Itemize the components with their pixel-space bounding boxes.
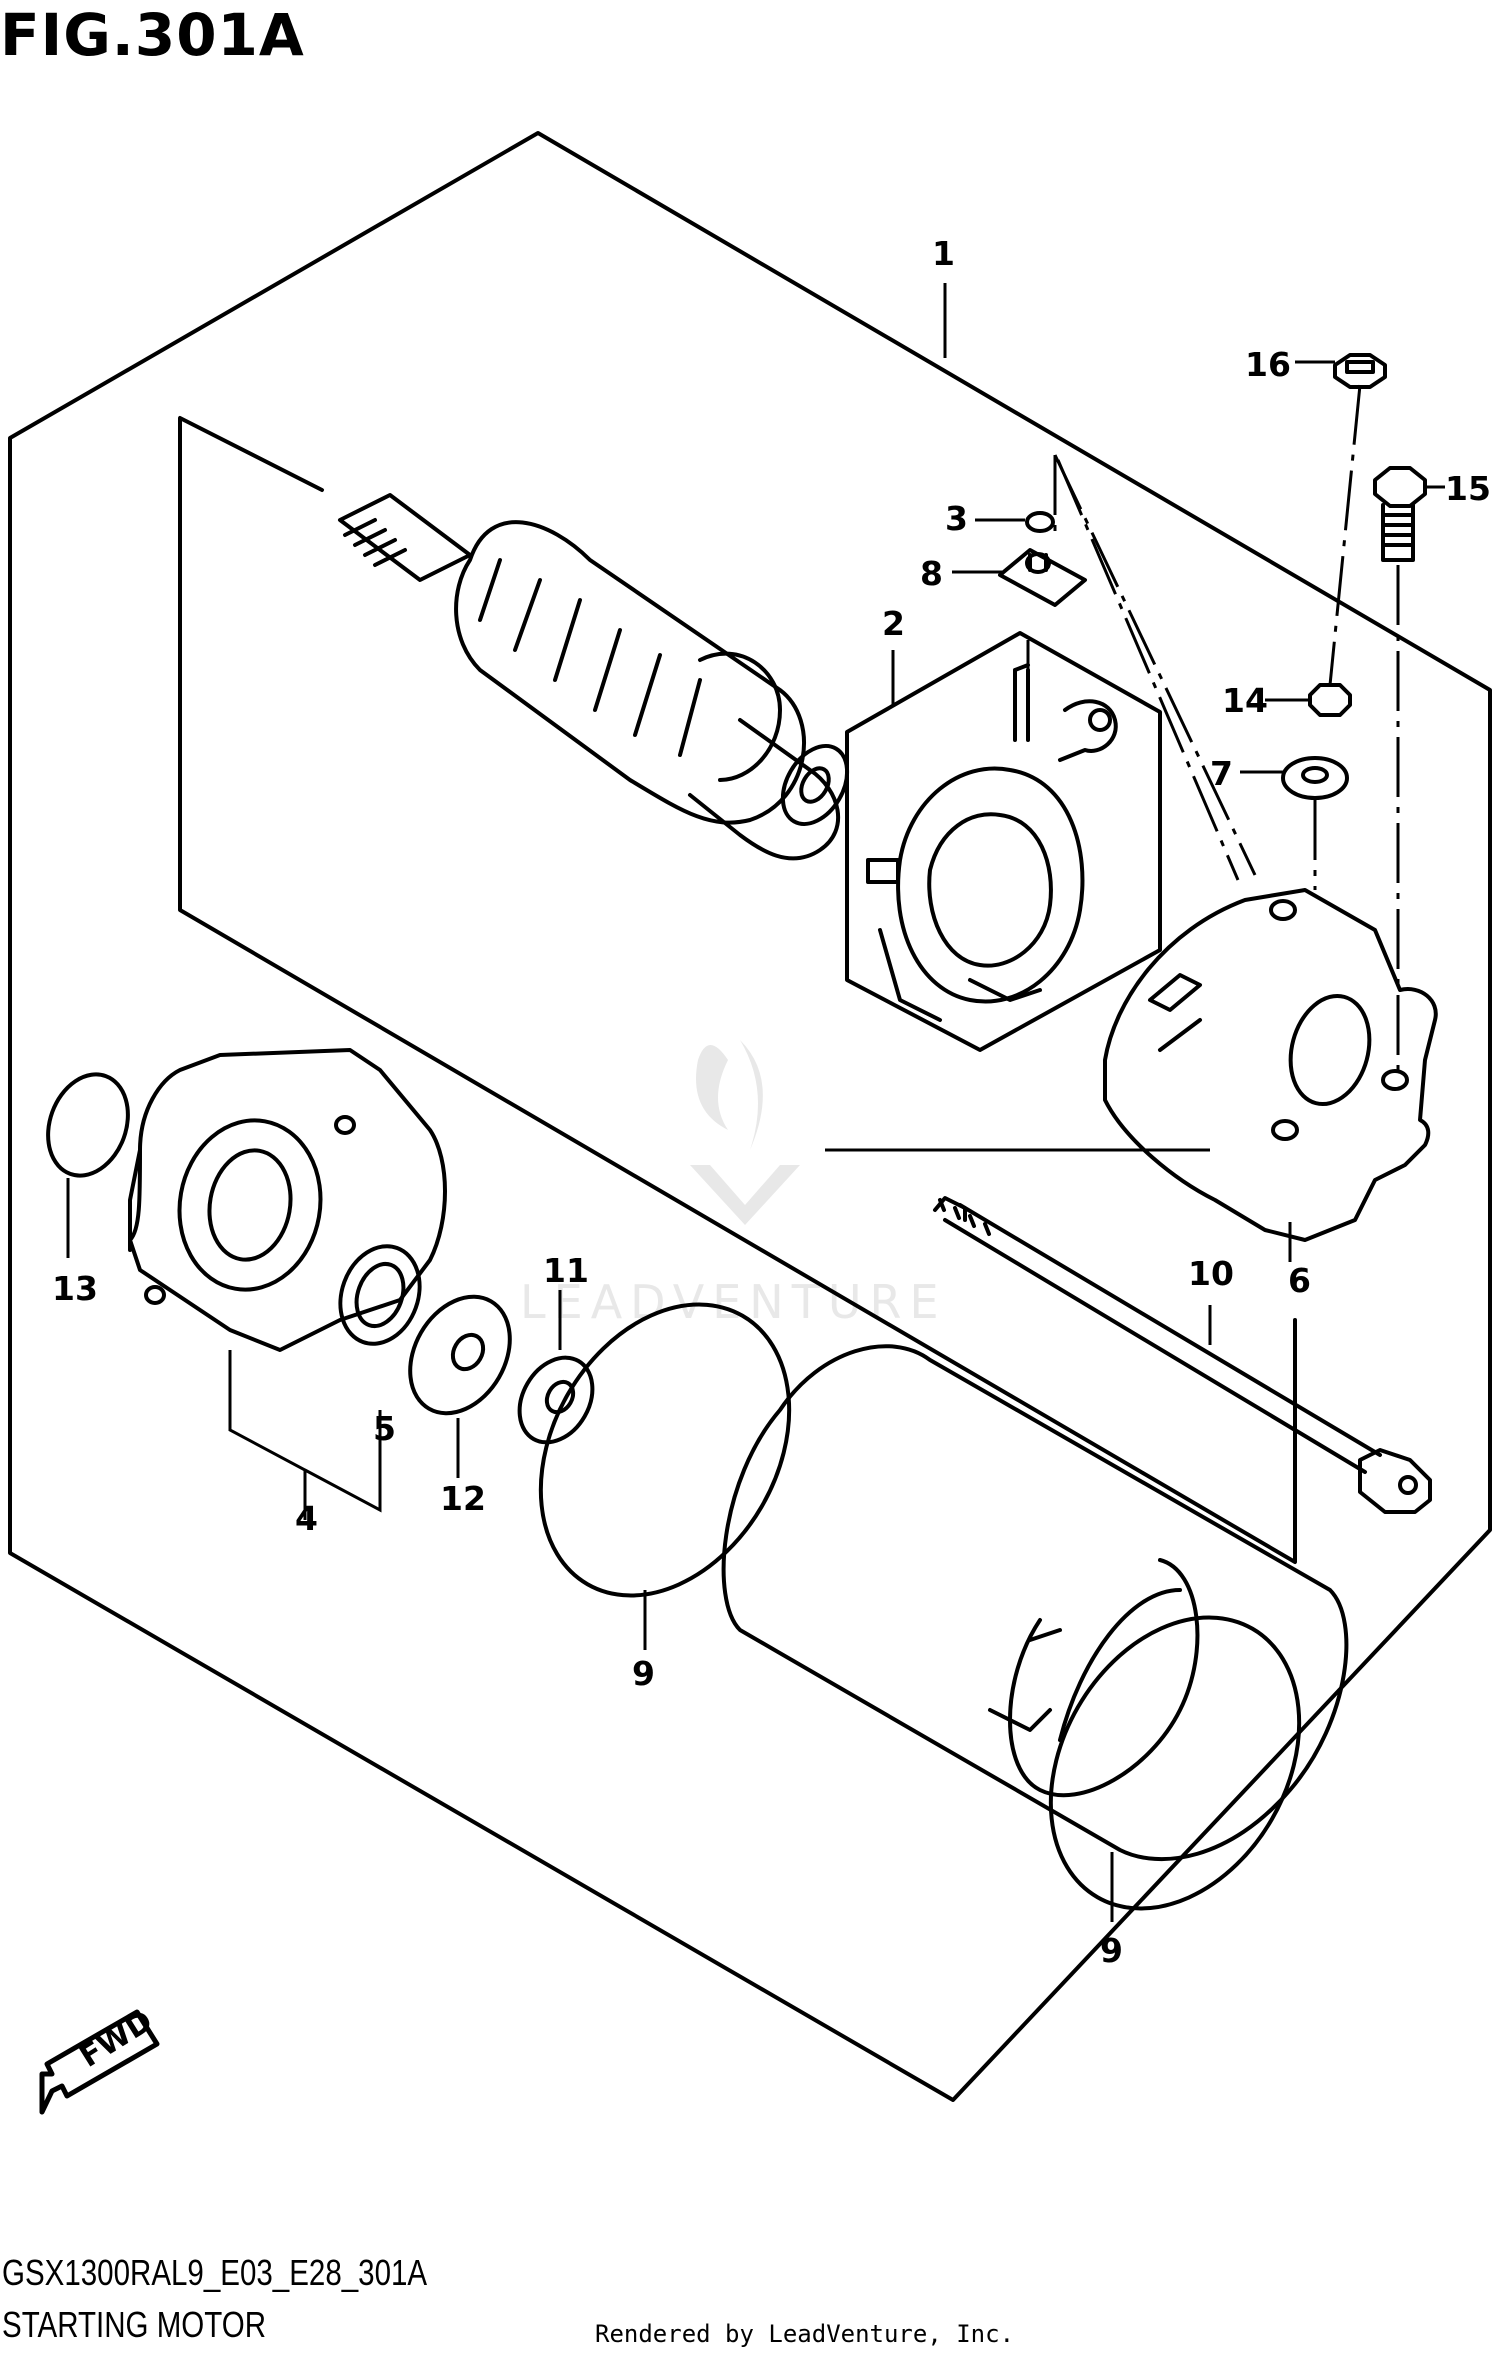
yoke-housing [721,1344,1349,1862]
part-7-insulating-washer [1281,756,1349,800]
callout-2: 2 [882,604,905,643]
brush-plate-box [845,631,1162,1052]
watermark-text: LEADVENTURE [520,1275,947,1329]
part-16-flange-nut [1333,353,1387,389]
assembly-outline [8,131,1492,2102]
leader-4 [228,1350,382,1520]
subassembly-outline [178,416,1297,1564]
callout-3: 3 [945,499,968,538]
callout-1: 1 [932,234,955,273]
watermark-v-icon [690,1165,800,1225]
callout-5: 5 [373,1409,396,1448]
callout-14: 14 [1222,681,1268,720]
part-9-o-ring-front [538,1302,792,1598]
callout-7: 7 [1210,754,1233,793]
footer-credit: Rendered by LeadVenture, Inc. [595,2320,1015,2348]
part-12-washer [408,1294,512,1416]
callout-11: 11 [543,1251,589,1290]
fwd-arrow-icon [39,2009,160,2115]
figure-title: FIG.301A [0,1,305,69]
model-code: GSX1300RAL9_E03_E28_301A [2,2252,428,2293]
callout-12: 12 [440,1479,486,1518]
brush-plate [866,663,1118,1022]
part-14-nut [1308,683,1352,717]
part-10-through-bolt [933,1196,1432,1514]
part-4-front-housing [128,1048,447,1352]
part-11-washer [517,1355,595,1445]
watermark-flame-icon [696,1040,763,1150]
section-name: STARTING MOTOR [2,2304,267,2345]
callout-16: 16 [1245,345,1291,384]
centerline-nut-16 [1328,384,1362,686]
callout-4: 4 [295,1499,318,1538]
part-8-terminal-plate [998,548,1087,607]
centerline-right [1056,459,1240,881]
callout-9a: 9 [632,1654,655,1693]
part-5-oil-seal [338,1244,422,1346]
armature [338,493,850,861]
callout-10: 10 [1188,1254,1234,1293]
part-6-end-housing [1103,888,1438,1242]
part-13-o-ring [46,1072,130,1178]
callout-15: 15 [1445,469,1491,508]
watermark: LEADVENTURE [520,1040,947,1329]
part-15-bolt [1373,466,1427,562]
callout-6: 6 [1288,1261,1311,1300]
callout-9b: 9 [1100,1931,1123,1970]
callout-13: 13 [52,1269,98,1308]
part-3-washer [1025,511,1055,533]
centerline-left [1053,454,1257,876]
fwd-label: FWD [74,2004,159,2075]
callout-8: 8 [920,554,943,593]
part-9-o-ring-rear [1048,1615,1302,1911]
